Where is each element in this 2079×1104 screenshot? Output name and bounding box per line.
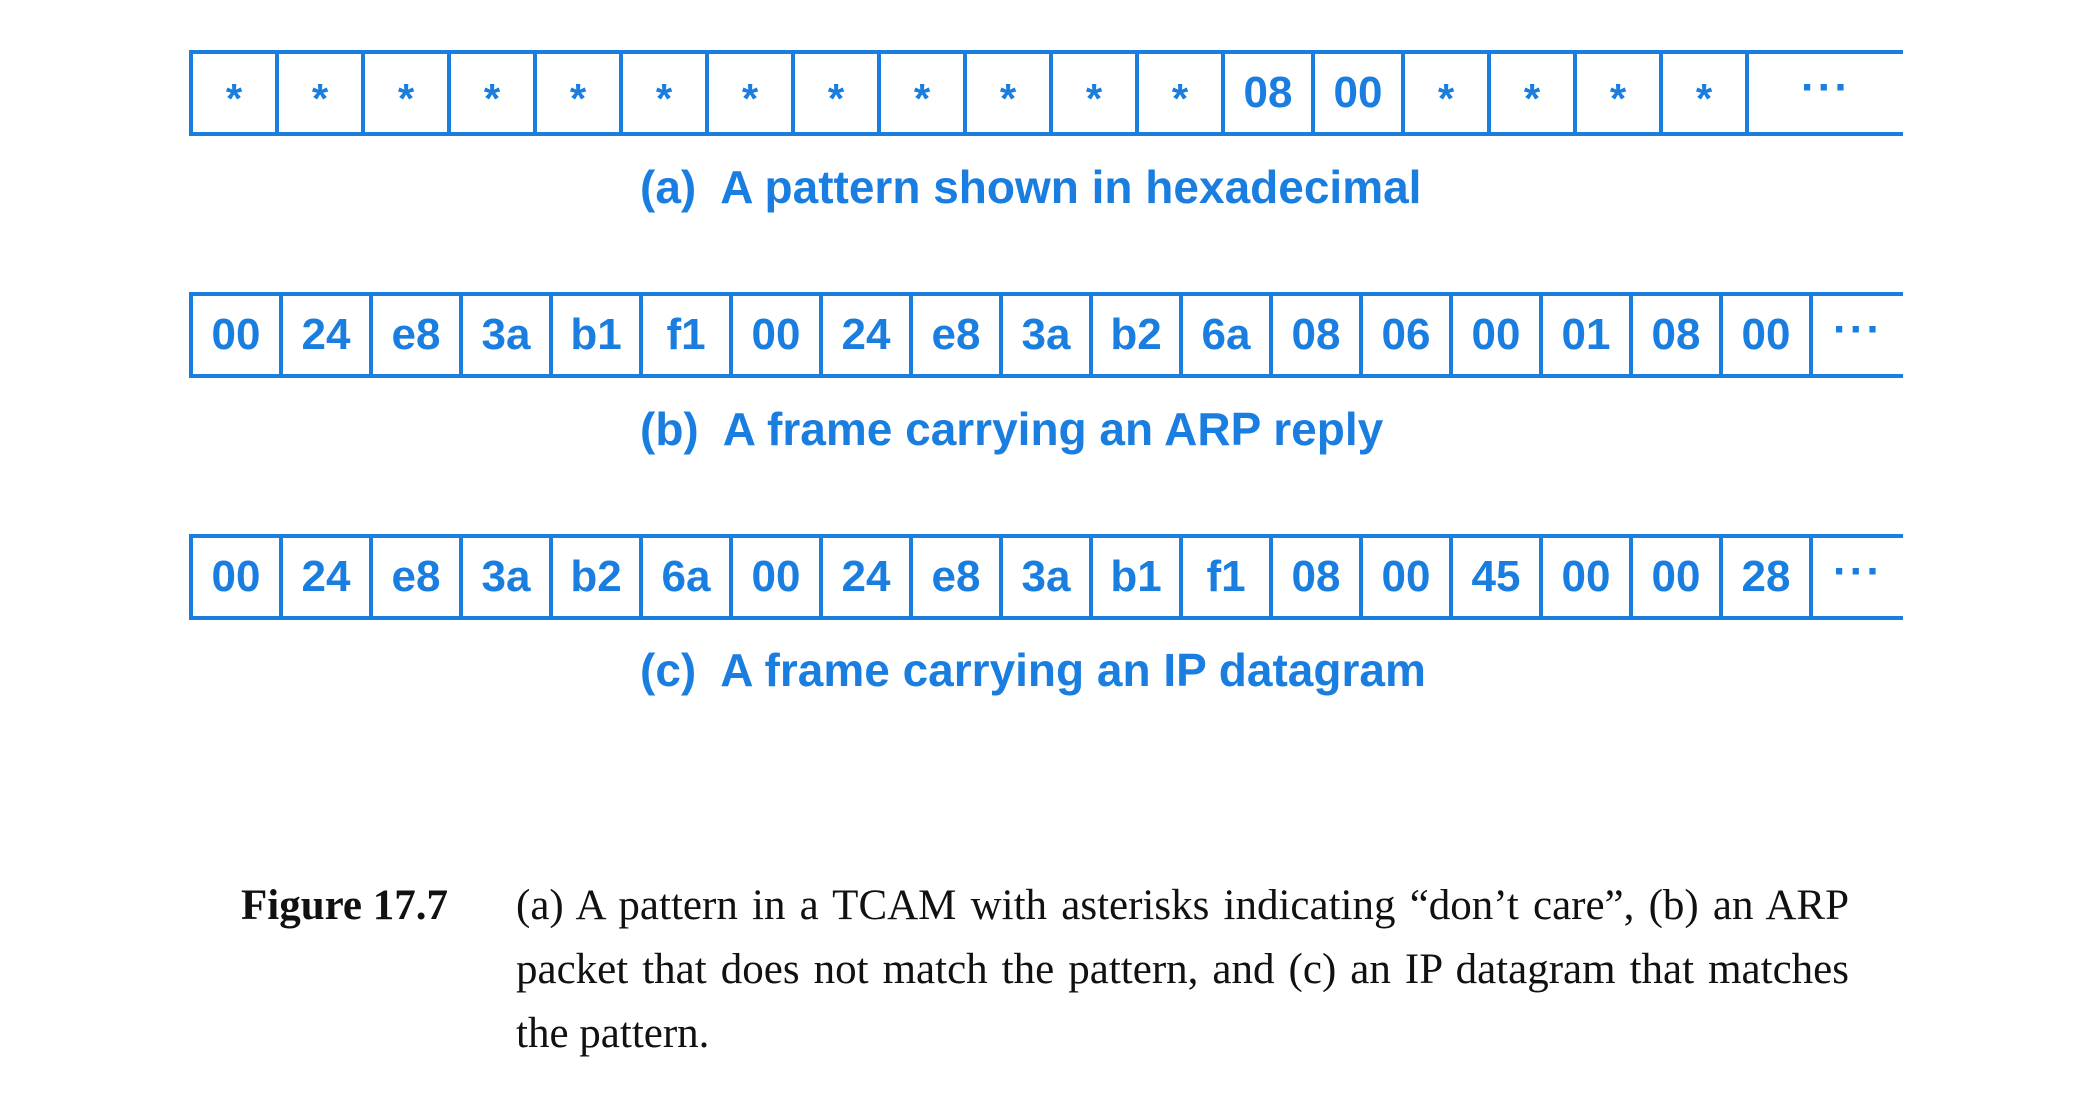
byte-cell-c-14: 45 xyxy=(1453,538,1543,616)
byte-cell-b-10: b2 xyxy=(1093,296,1183,374)
frame-tag-b: (b) xyxy=(640,403,699,455)
byte-cell-a-5: * xyxy=(623,54,709,132)
frame-label-b: (b) A frame carrying an ARP reply xyxy=(640,402,1383,456)
byte-cell-c-3: 3a xyxy=(463,538,553,616)
frame-label-c: (c) A frame carrying an IP datagram xyxy=(640,643,1426,697)
pattern-tag-a: (a) xyxy=(640,161,697,213)
byte-cell-c-12: 08 xyxy=(1273,538,1363,616)
byte-cell-c-15: 00 xyxy=(1543,538,1633,616)
pattern-title-a: A pattern shown in hexadecimal xyxy=(720,161,1422,213)
byte-cell-c-2: e8 xyxy=(373,538,463,616)
byte-cell-b-9: 3a xyxy=(1003,296,1093,374)
byte-cell-a-10: * xyxy=(1053,54,1139,132)
byte-cell-a-6: * xyxy=(709,54,795,132)
byte-cell-a-16: * xyxy=(1577,54,1663,132)
byte-cell-a-13: 00 xyxy=(1315,54,1405,132)
byte-cell-b-6: 00 xyxy=(733,296,823,374)
byte-cell-b-13: 06 xyxy=(1363,296,1453,374)
frame-tag-c: (c) xyxy=(640,644,697,696)
byte-cell-c-4: b2 xyxy=(553,538,643,616)
byte-cell-b-14: 00 xyxy=(1453,296,1543,374)
byte-cell-b-0: 00 xyxy=(193,296,283,374)
byte-cell-a-4: * xyxy=(537,54,623,132)
byte-cell-a-12: 08 xyxy=(1225,54,1315,132)
byte-cell-c-1: 24 xyxy=(283,538,373,616)
byte-cell-c-13: 00 xyxy=(1363,538,1453,616)
byte-cell-a-0: * xyxy=(193,54,279,132)
ellipsis-a: ··· xyxy=(1801,63,1851,112)
figure-number: Figure 17.7 xyxy=(241,882,449,929)
byte-cell-b-1: 24 xyxy=(283,296,373,374)
byte-cell-a-11: * xyxy=(1139,54,1225,132)
byte-cell-a-8: * xyxy=(881,54,967,132)
byte-cell-c-6: 00 xyxy=(733,538,823,616)
byte-cell-b-7: 24 xyxy=(823,296,913,374)
byte-cell-b-3: 3a xyxy=(463,296,553,374)
byte-cell-b-15: 01 xyxy=(1543,296,1633,374)
byte-cell-c-9: 3a xyxy=(1003,538,1093,616)
byte-cell-b-12: 08 xyxy=(1273,296,1363,374)
byte-cell-c-0: 00 xyxy=(193,538,283,616)
pattern-label-a: (a) A pattern shown in hexadecimal xyxy=(640,160,1421,214)
frame-title-c: A frame carrying an IP datagram xyxy=(720,644,1426,696)
byte-cell-a-7: * xyxy=(795,54,881,132)
byte-cell-a-1: * xyxy=(279,54,365,132)
byte-cell-c-10: b1 xyxy=(1093,538,1183,616)
byte-cell-b-16: 08 xyxy=(1633,296,1723,374)
byte-cell-c-5: 6a xyxy=(643,538,733,616)
byte-cell-c-11: f1 xyxy=(1183,538,1273,616)
byte-cell-c-16: 00 xyxy=(1633,538,1723,616)
ellipsis-b: ··· xyxy=(1833,305,1883,354)
byte-cell-b-2: e8 xyxy=(373,296,463,374)
figure-caption-text: (a) A pattern in a TCAM with asterisks i… xyxy=(516,882,1849,1057)
byte-cell-b-11: 6a xyxy=(1183,296,1273,374)
byte-cell-a-14: * xyxy=(1405,54,1491,132)
ellipsis-c: ··· xyxy=(1833,547,1883,596)
byte-cell-a-17: * xyxy=(1663,54,1749,132)
byte-cell-b-4: b1 xyxy=(553,296,643,374)
byte-cell-a-9: * xyxy=(967,54,1053,132)
byte-cell-b-8: e8 xyxy=(913,296,1003,374)
byte-cell-c-17: 28 xyxy=(1723,538,1813,616)
byte-cell-c-8: e8 xyxy=(913,538,1003,616)
byte-cell-a-3: * xyxy=(451,54,537,132)
byte-cell-c-7: 24 xyxy=(823,538,913,616)
byte-cell-a-15: * xyxy=(1491,54,1577,132)
figure-caption: Figure 17.7 (a) A pattern in a TCAM with… xyxy=(241,874,1861,1066)
byte-cell-a-2: * xyxy=(365,54,451,132)
frame-title-b: A frame carrying an ARP reply xyxy=(722,403,1384,455)
byte-cell-b-17: 00 xyxy=(1723,296,1813,374)
byte-cell-b-5: f1 xyxy=(643,296,733,374)
